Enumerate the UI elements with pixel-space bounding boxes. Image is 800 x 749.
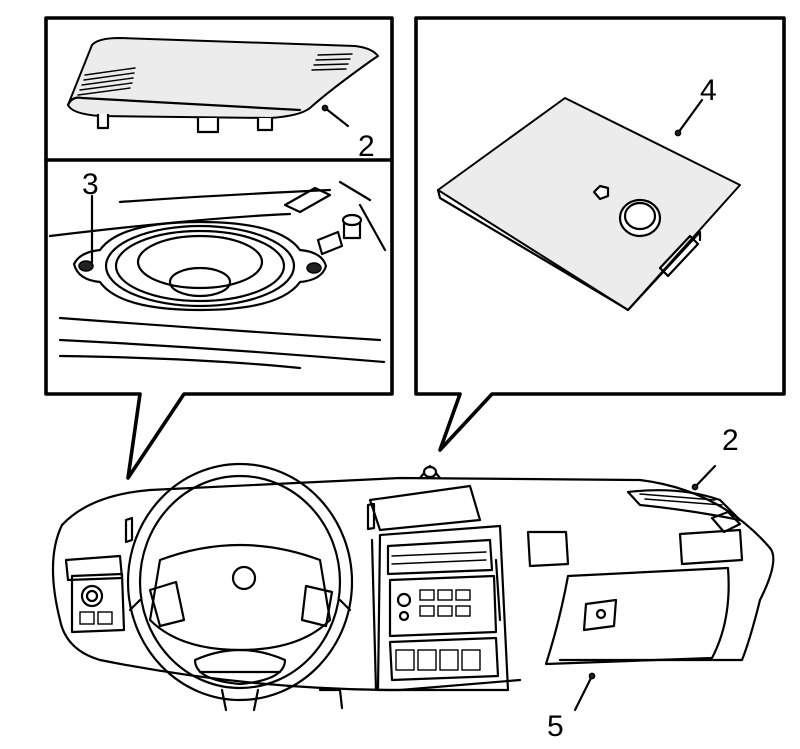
callout-label-panel-cover: 4 [700, 74, 717, 107]
grille-right-dots [311, 53, 353, 71]
panel-cover-part [436, 97, 741, 312]
grille-left-dots [77, 67, 136, 96]
right-inset-frame [414, 16, 786, 452]
right-inset [414, 16, 786, 452]
left-inset [44, 16, 394, 480]
dashboard-illustration [51, 462, 775, 712]
left-inset-frame [44, 16, 394, 480]
cover-clips [96, 114, 274, 134]
callout-label-dashboard-speaker-cover: 2 [722, 424, 739, 457]
speaker-detail [48, 180, 387, 370]
callout-label-glovebox: 5 [547, 710, 564, 743]
callout-label-speaker-cover-inset: 2 [358, 130, 375, 163]
steering-wheel [126, 462, 354, 702]
callout-label-speaker-screw: 3 [82, 168, 99, 201]
callout-labels: 2 3 4 2 5 [82, 74, 739, 743]
speaker-grille-cover [66, 37, 379, 134]
